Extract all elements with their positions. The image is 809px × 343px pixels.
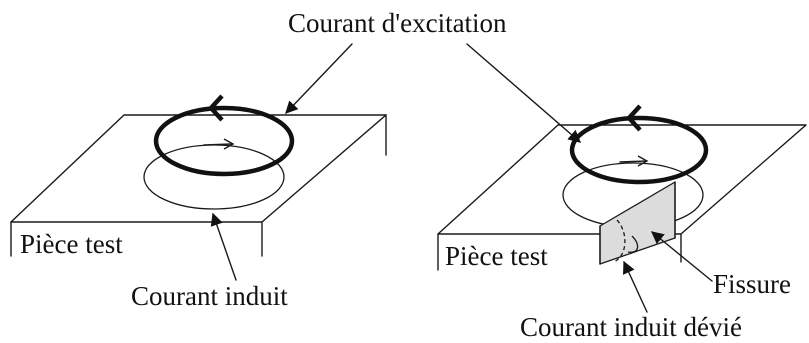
left-plate-top	[10, 114, 387, 223]
deviated-current-curve	[627, 235, 639, 253]
crack-label: Fissure	[713, 269, 791, 299]
right-excitation-coil	[569, 115, 709, 185]
right-induced-direction-line	[619, 160, 647, 163]
excitation-pointer-right	[466, 43, 581, 143]
induced-current-label: Courant induit	[131, 281, 288, 311]
right-excitation-arrow-icon	[625, 104, 642, 132]
left-excitation-coil	[153, 105, 295, 177]
left-induced-direction-line	[203, 143, 233, 146]
left-test-piece-label: Pièce test	[20, 229, 123, 259]
crack-shape	[599, 181, 676, 265]
crack-pointer	[651, 231, 713, 282]
deviated-current-path	[613, 219, 626, 263]
left-test-piece	[10, 114, 387, 257]
left-induced-arrow-icon	[223, 138, 235, 150]
deviated-induced-current-label: Courant induit dévié	[520, 312, 742, 342]
left-excitation-arrow-icon	[207, 94, 224, 122]
induced-current-pointer	[210, 212, 237, 281]
right-induced-arrow-icon	[637, 155, 649, 167]
deviated-current-pointer	[623, 260, 648, 313]
excitation-pointer-left	[285, 43, 353, 114]
right-test-piece-label: Pièce test	[445, 241, 548, 271]
excitation-current-label: Courant d'excitation	[288, 8, 507, 38]
crack-face	[599, 181, 676, 265]
